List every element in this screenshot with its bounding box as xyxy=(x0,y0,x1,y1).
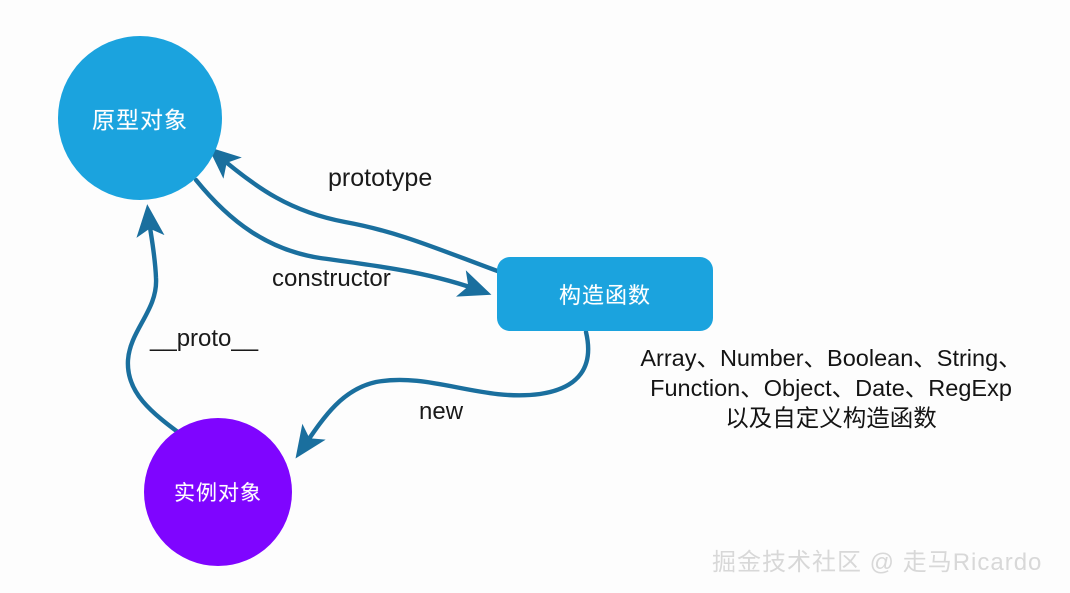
node-prototype-object[interactable]: 原型对象 xyxy=(58,36,222,200)
edge-label-proto: __proto__ xyxy=(150,325,259,352)
edge-prototype-path xyxy=(208,146,503,275)
edge-label-prototype: prototype xyxy=(328,164,433,192)
edge-constructor-path xyxy=(193,177,492,297)
builtin-constructors-note: Array、Number、Boolean、String、 Function、Ob… xyxy=(617,343,1045,433)
node-instance-object[interactable]: 实例对象 xyxy=(144,418,292,566)
edge-new-path xyxy=(295,329,591,459)
edge-label-new: new xyxy=(419,398,464,425)
builtin-constructors-line-2: Function、Object、Date、RegExp xyxy=(650,375,1012,402)
builtin-constructors-line-3: 以及自定义构造函数 xyxy=(725,405,937,432)
watermark: 掘金技术社区 @ 走马Ricardo xyxy=(712,549,1043,576)
node-prototype-object-label: 原型对象 xyxy=(92,107,188,133)
node-instance-object-label: 实例对象 xyxy=(174,482,262,505)
node-constructor-function[interactable]: 构造函数 xyxy=(497,257,713,331)
edge-proto-path xyxy=(125,204,189,441)
edge-label-constructor: constructor xyxy=(272,265,391,292)
builtin-constructors-line-1: Array、Number、Boolean、String、 xyxy=(640,345,1022,371)
node-constructor-function-label: 构造函数 xyxy=(558,283,651,308)
